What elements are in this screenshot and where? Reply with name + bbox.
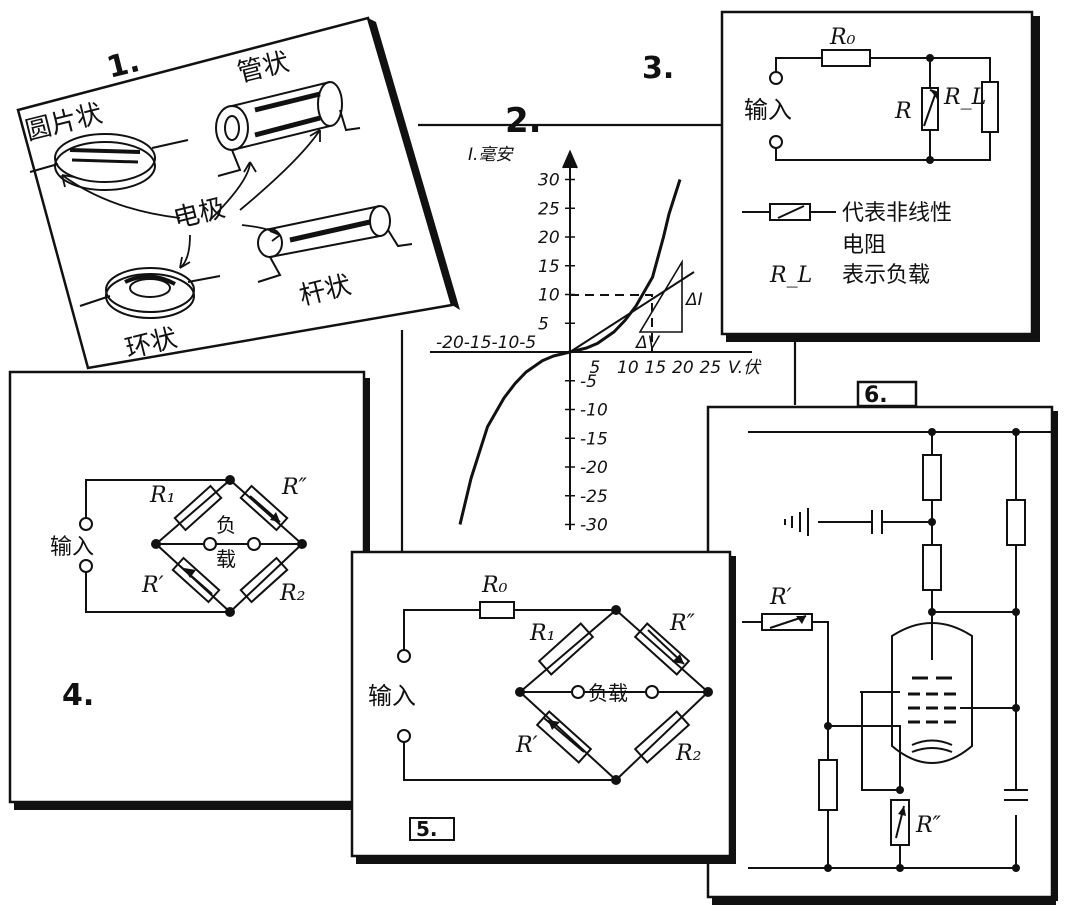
legend-rl-text: 表示负载 <box>842 263 930 288</box>
input-terminal <box>769 71 783 85</box>
y-tick-label: 20 <box>538 228 560 248</box>
delta-v-label: ΔV <box>634 333 661 353</box>
x-tick-label: 10 <box>617 358 639 378</box>
y-tick-label: 30 <box>538 171 560 191</box>
input-terminal <box>397 649 411 663</box>
tangent-triangle <box>638 259 683 333</box>
x-tick-label: 25 <box>700 358 722 378</box>
y-tick-label: -25 <box>580 487 608 507</box>
input-terminal <box>397 729 411 743</box>
load-label-bottom: 载 <box>216 547 236 571</box>
rdouble-label: R″ <box>281 475 308 500</box>
input-terminal <box>79 559 93 573</box>
dashed-guide-lines <box>570 294 653 352</box>
load-label-top: 负 <box>216 513 236 537</box>
y-tick-label: -20 <box>580 458 608 478</box>
rprime-label: R′ <box>515 733 538 758</box>
tube-thermistor-icon <box>215 81 361 177</box>
rdouble-label: R″ <box>669 611 696 636</box>
panel-2-chart: 2. I.毫安 V.伏 -20-15-10-5 30252015105-5-10… <box>430 101 762 536</box>
legend-text-1: 代表非线性 <box>842 201 952 226</box>
r-label: R <box>894 99 912 124</box>
input-terminal <box>769 135 783 149</box>
y-axis-label: I.毫安 <box>468 145 514 165</box>
panel-4: 4. 输入 负 载 R₁ R″ R′ R₂ <box>8 370 370 810</box>
rl-resistor <box>981 81 999 133</box>
rprime-label: R′ <box>769 585 792 610</box>
r2-label: R₂ <box>675 741 701 766</box>
rl-label: R_L <box>943 85 986 110</box>
y-tick-label: 15 <box>538 257 560 277</box>
y-tick-label: -15 <box>580 429 608 449</box>
y-tick-label: 5 <box>538 314 549 334</box>
y-tick-label: -10 <box>580 401 608 421</box>
x-tick-negatives: -20-15-10-5 <box>436 333 536 353</box>
input-label: 输入 <box>368 682 416 710</box>
panel-2-number: 2. <box>505 101 542 141</box>
y-tick-label: 10 <box>538 286 560 306</box>
panel-5: 5. R₀ 输入 负载 R₁ R″ R′ R₂ <box>350 550 736 864</box>
iv-curve-line <box>458 179 682 525</box>
r0-label: R₀ <box>481 573 508 598</box>
y-axis-arrow <box>562 149 578 169</box>
panel-1: 1. 圆片状 管状 电极 环状 杆状 <box>16 16 460 370</box>
r0-label: R₀ <box>829 25 856 50</box>
tube-grids <box>908 676 956 724</box>
x-tick-label: 15 <box>645 358 667 378</box>
r-nonlinear-resistor <box>921 87 939 131</box>
panel-6: 6. <box>706 380 1058 905</box>
x-tick-label: 5 <box>590 358 601 378</box>
x-tick-label: 20 <box>672 358 694 378</box>
load-label: 负载 <box>588 681 628 705</box>
x-axis-label: V.伏 <box>728 358 762 378</box>
legend-rl-symbol: R_L <box>769 263 812 288</box>
r0-resistor <box>821 49 871 67</box>
input-label: 输入 <box>50 535 94 560</box>
rdouble-label: R″ <box>915 813 942 838</box>
delta-i-label: ΔI <box>684 290 703 310</box>
rod-thermistor-icon <box>257 205 413 283</box>
panel-5-number: 5. <box>416 817 438 841</box>
ring-thermistor-icon <box>79 267 221 319</box>
r2-label: R₂ <box>279 581 305 606</box>
panel-4-number: 4. <box>62 678 94 713</box>
input-terminal <box>79 517 93 531</box>
disc-thermistor-icon <box>29 133 189 191</box>
y-tick-label: -5 <box>580 372 597 392</box>
y-tick-label: -30 <box>580 516 608 536</box>
r1-label: R₁ <box>149 483 175 508</box>
electrode-arrows <box>61 129 321 269</box>
rprime-label: R′ <box>141 573 164 598</box>
panel-3-number: 3. <box>642 51 674 86</box>
y-tick-label: 25 <box>538 199 560 219</box>
input-label: 输入 <box>744 96 792 124</box>
panel-6-number: 6. <box>864 383 888 408</box>
panel-3: 3. R₀ R R_L 输入 代表非线性 电阻 R_L 表示负载 <box>642 10 1040 342</box>
legend-text-2: 电阻 <box>842 233 886 258</box>
r1-label: R₁ <box>529 621 555 646</box>
